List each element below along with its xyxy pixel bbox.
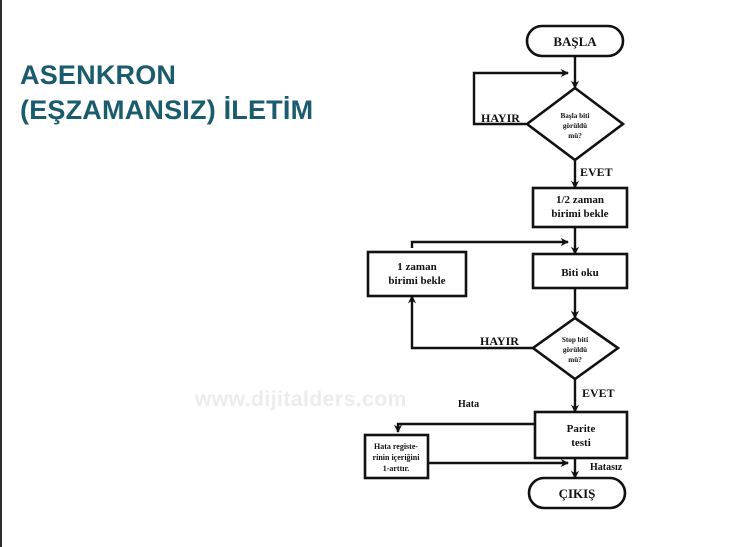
edge-label-stopbit-yes: EVET xyxy=(582,386,615,400)
node-read-bit: Biti oku xyxy=(531,252,629,290)
node-error-register-line3: 1-arttır. xyxy=(383,464,410,473)
node-one-wait-line1: 1 zaman xyxy=(397,261,436,273)
node-exit: ÇIKIŞ xyxy=(527,476,627,510)
node-error-register-line2: rinin içeriğini xyxy=(373,453,421,462)
node-parity-test: Parite testi xyxy=(533,410,629,460)
edge-label-startbit-yes: EVET xyxy=(580,165,613,179)
node-error-register: Hata registe- rinin içeriğini 1-arttır. xyxy=(363,433,430,480)
node-start: BAŞLA xyxy=(525,24,625,58)
node-stop-bit-line2: görüldü xyxy=(563,346,587,354)
node-start-bit-line1: Başla biti xyxy=(561,112,590,120)
node-parity-line1: Parite xyxy=(567,423,596,435)
edge-label-parity-ok: Hatasız xyxy=(590,462,623,473)
node-start-bit-line3: mü? xyxy=(568,132,582,140)
node-error-register-line1: Hata registe- xyxy=(374,442,418,451)
edge-label-parity-error: Hata xyxy=(458,399,479,410)
node-start-label: BAŞLA xyxy=(553,34,597,49)
node-half-wait-line1: 1/2 zaman xyxy=(556,194,604,206)
node-start-bit-decision: Başla biti görüldü mü? xyxy=(524,86,626,162)
node-one-time-wait: 1 zaman birimi bekle xyxy=(366,250,468,298)
node-half-wait-line2: birimi bekle xyxy=(551,208,608,220)
edge-label-stopbit-no: HAYIR xyxy=(480,334,519,348)
node-stop-bit-line3: mü? xyxy=(568,356,582,364)
connector-stopbit-no-loop xyxy=(407,295,533,350)
node-exit-label: ÇIKIŞ xyxy=(559,486,596,501)
node-stop-bit-line1: Stop biti xyxy=(562,336,588,344)
page-title: ASENKRON (EŞZAMANSIZ) İLETİM xyxy=(20,60,314,125)
connector-parity-error xyxy=(393,422,535,433)
node-one-wait-line2: birimi bekle xyxy=(388,275,445,287)
edge-label-startbit-no: HAYIR xyxy=(481,111,520,125)
node-stop-bit-decision: Stop biti görüldü mü? xyxy=(530,316,621,381)
node-read-bit-label: Biti oku xyxy=(561,267,599,279)
connector-onewait-to-readbit-join xyxy=(410,237,569,248)
node-start-bit-line2: görüldü xyxy=(563,122,587,130)
node-half-time-wait: 1/2 zaman birimi bekle xyxy=(531,186,629,229)
node-parity-line2: testi xyxy=(571,437,591,449)
connector-startbit-no-loop xyxy=(472,68,569,126)
